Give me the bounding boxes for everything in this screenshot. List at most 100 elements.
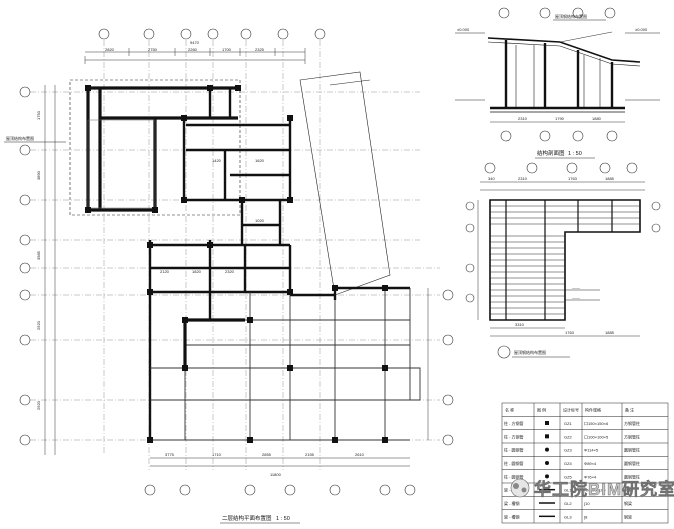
plan-top-dim-1: 2820: [105, 47, 115, 52]
legend-row-name: 柱 - 方钢管: [504, 433, 524, 439]
plan-columns: [85, 85, 388, 443]
plan-left-dim-1: 1750: [36, 110, 41, 120]
roof-plan: 340 2310 1763 1885 —— —— 3310 1763 1885 …: [465, 162, 661, 359]
roof-callout: 屋顶钢结构布置图: [555, 13, 587, 19]
roof-bottom-dim-2: 1763: [565, 330, 575, 335]
svg-text:——: ——: [572, 285, 580, 290]
plan-scale: 1 : 50: [276, 516, 290, 522]
section-dim-1: 2310: [518, 116, 528, 121]
legend-row-spec: Φ76×4: [584, 474, 597, 479]
top-axis-bubbles: [98, 28, 326, 40]
room-dim-4: 2120: [160, 269, 170, 274]
plan-bottom-dim-3: 2855: [262, 452, 272, 457]
legend-row-spec: Φ89×4: [584, 461, 597, 466]
legend-row-spec: 口100×100×5: [584, 434, 609, 439]
section-dim-2: 1790: [555, 116, 565, 121]
watermark-text: 华工院BIM研究室: [534, 479, 674, 499]
legend-row-code: GL2: [564, 501, 572, 506]
legend-header-1: 图 例: [537, 407, 546, 413]
room-dim-2: 1620: [255, 158, 265, 163]
legend-row-note: 圆钢管柱: [624, 460, 640, 466]
legend-row-note: 圆钢管柱: [624, 473, 640, 479]
lower-grid: 2120 1820 2320: [148, 240, 421, 441]
legend-row-spec: HN200×100: [584, 488, 606, 493]
legend-row-spec: [8: [584, 514, 588, 519]
legend-header-3: 构件规格: [585, 407, 601, 413]
legend-row-code: GZ1: [564, 421, 573, 426]
svg-text:±0.000: ±0.000: [457, 27, 470, 32]
legend-row-name: 柱 - 方钢管: [504, 420, 524, 426]
plan-bottom-dim-4: 2155: [305, 452, 315, 457]
legend-header-4: 备 注: [625, 407, 634, 413]
legend-row-code: GZ2: [564, 434, 573, 439]
plan-bottom-dim-5: 2610: [355, 452, 365, 457]
section-title: 结构剖面图: [537, 149, 565, 157]
roof-bottom-dim-1: 3310: [515, 322, 525, 327]
legend-symbol: [545, 474, 549, 479]
room-dim-3: 1020: [255, 218, 265, 223]
legend-header-2: 设计标号: [563, 407, 579, 413]
plan-top-dim-4: 1700: [222, 47, 232, 52]
section-view: 屋顶钢结构布置图 ±0.000 ±0.000 2310 1790 1880 结构…: [455, 7, 660, 159]
legend-row-note: 钢梁: [624, 500, 632, 506]
left-callout: 屋顶结构布置图: [6, 135, 34, 141]
roof-top-dim-4: 1885: [605, 176, 615, 181]
legend-row-code: GL3: [564, 514, 572, 519]
plan-left-dim-2: 3890: [36, 170, 41, 180]
svg-text:——: ——: [572, 295, 580, 300]
plan-top-total: 9470: [190, 40, 200, 45]
legend-table: 名 称 图 例 设计标号构件规格 备 注柱 - 方钢管 GZ1 口150×150×6 方钢管…: [501, 402, 669, 524]
section-dim-3: 1880: [592, 116, 602, 121]
plan-left-dim-4: 2520: [36, 320, 41, 330]
roof-bottom-dim-3: 1885: [605, 330, 615, 335]
plan-bottom-dim-2: 1710: [212, 452, 222, 457]
legend-row-name: 柱 - 圆钢管: [504, 460, 524, 466]
plan-title: 二层结构平面布置图: [222, 514, 272, 522]
room-dim-5: 1820: [192, 269, 202, 274]
plan-axis-lines: [30, 40, 440, 470]
legend-row-code: GZ4: [564, 461, 573, 466]
legend-row-name: 柱 - 圆钢管: [504, 473, 524, 479]
legend-symbol: [545, 421, 549, 425]
plan-bottom-total: 11800: [270, 472, 282, 477]
legend-row-code: GZ3: [564, 448, 573, 453]
legend-row-code: GL1: [564, 488, 572, 493]
plan-left-dim-5: 2920: [36, 400, 41, 410]
floor-plan: 2820 2750 2260 1700 2325 9470: [4, 28, 454, 524]
room-dim-1: 1420: [212, 158, 222, 163]
room-dim-6: 2320: [225, 269, 235, 274]
middle-frame: 1420 1620 1020: [182, 118, 292, 247]
legend-row-spec: [10: [584, 501, 590, 506]
svg-text:±0.000: ±0.000: [635, 27, 648, 32]
roof-purlins: [490, 200, 640, 320]
roof-top-dim-2: 2310: [518, 176, 528, 181]
top-dim-ticks: [84, 48, 306, 64]
legend-row-spec: 口150×150×6: [584, 421, 609, 426]
legend-symbol: [545, 447, 549, 452]
plan-top-dim-2: 2750: [148, 47, 158, 52]
legend-row-spec: Φ114×5: [584, 448, 599, 453]
legend-row-name: 梁 - 槽钢: [504, 513, 520, 519]
section-scale: 1 : 50: [568, 151, 582, 157]
legend-symbol: [545, 461, 549, 465]
roof-top-dim-1: 340: [488, 176, 495, 181]
bottom-axis-bubbles: [144, 484, 416, 496]
legend-row-note: 钢梁: [624, 487, 632, 493]
legend-symbol: [545, 434, 549, 439]
legend-row-note: 钢梁: [624, 513, 632, 519]
roof-top-dim-3: 1763: [568, 176, 578, 181]
legend-row-name: 柱 - 圆钢管: [504, 447, 524, 453]
legend-row-note: 圆钢管柱: [624, 447, 640, 453]
legend-row-note: 方钢管柱: [624, 433, 640, 439]
legend-row-note: 方钢管柱: [624, 420, 640, 426]
legend-header-0: 名 称: [505, 407, 514, 413]
plan-bottom-dim-1: 3775: [165, 452, 175, 457]
legend-row-name: 梁 - 槽钢: [504, 500, 520, 506]
plan-top-dim-5: 2325: [255, 47, 265, 52]
plan-top-dim-3: 2260: [188, 47, 198, 52]
legend-row-code: GZ5: [564, 474, 573, 479]
watermark: 华工院BIM研究室: [510, 478, 674, 499]
plan-left-dim-3: 3985: [36, 250, 41, 260]
roof-plan-title: 屋顶钢结构布置图: [514, 349, 546, 355]
